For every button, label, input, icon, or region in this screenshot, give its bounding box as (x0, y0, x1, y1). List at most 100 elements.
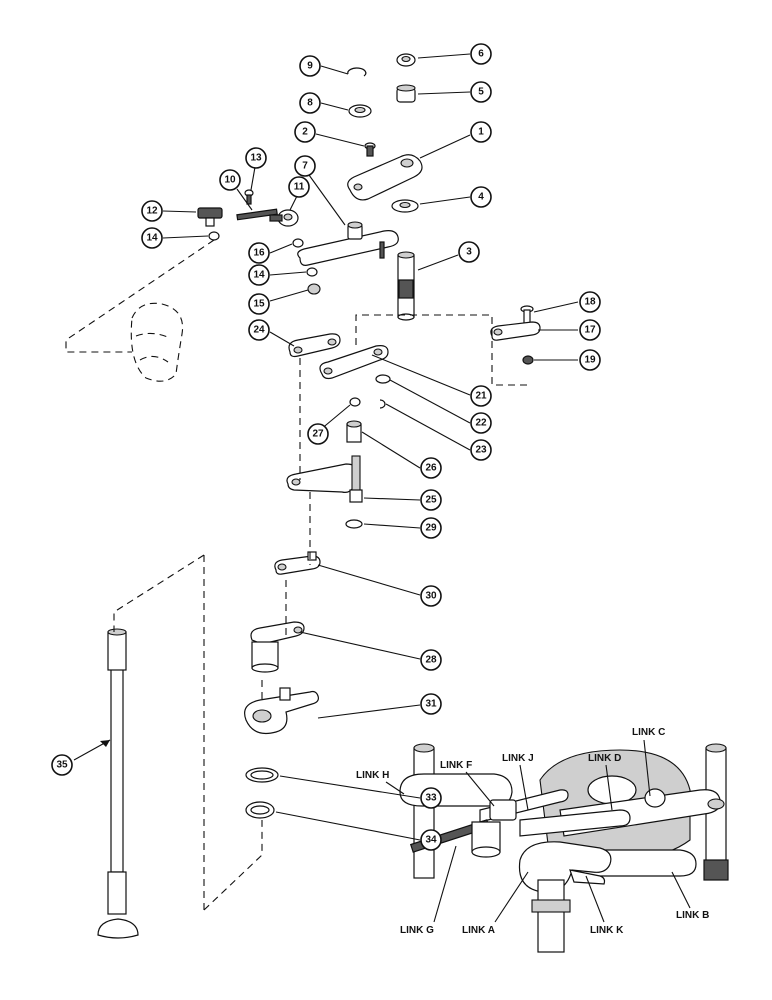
part-17-link (490, 321, 541, 341)
leader-16 (269, 243, 293, 254)
svg-text:7: 7 (302, 161, 308, 172)
part-11-rod-end (269, 209, 299, 227)
leader-5 (417, 91, 471, 95)
svg-text:22: 22 (475, 418, 487, 429)
leader-7 (308, 174, 346, 226)
callout-7: 7 (294, 155, 316, 177)
callout-26: 26 (420, 457, 442, 479)
callout-28: 28 (420, 649, 442, 671)
svg-text:5: 5 (478, 87, 484, 98)
parts-drawings (97, 53, 541, 939)
leader-22 (389, 379, 471, 424)
leader-12 (162, 210, 197, 213)
svg-text:15: 15 (253, 299, 265, 310)
svg-text:24: 24 (253, 325, 265, 336)
svg-text:30: 30 (425, 591, 437, 602)
label-link-b: LINK B (676, 910, 709, 921)
callout-23: 23 (470, 439, 492, 461)
leader-6 (417, 53, 471, 59)
leader-29 (363, 523, 421, 529)
label-link-j: LINK J (502, 753, 534, 764)
callout-17: 17 (579, 319, 601, 341)
callout-30: 30 (420, 585, 442, 607)
label-link-d: LINK D (588, 753, 621, 764)
leader-2 (315, 133, 365, 147)
svg-text:10: 10 (224, 175, 236, 186)
leader-11 (289, 195, 298, 211)
leader-23 (385, 403, 471, 451)
svg-text:34: 34 (425, 835, 437, 846)
part-14-nut-center (306, 267, 318, 277)
callout-2: 2 (294, 121, 316, 143)
svg-text:26: 26 (425, 463, 437, 474)
leader-25 (363, 497, 421, 501)
leader-4 (419, 196, 471, 205)
svg-text:35: 35 (56, 760, 68, 771)
part-3-shaft (397, 251, 415, 321)
assembly-illustration (399, 743, 729, 953)
leader-15 (269, 289, 309, 302)
callout-3: 3 (458, 241, 480, 263)
svg-text:29: 29 (425, 523, 437, 534)
callout-13: 13 (245, 147, 267, 169)
callout-6: 6 (470, 43, 492, 65)
callout-15: 15 (248, 293, 270, 315)
leader-28 (299, 631, 421, 660)
part-16-nut (292, 238, 304, 248)
assembly-dashed-lines (65, 239, 528, 911)
callout-33: 33 (420, 787, 442, 809)
svg-text:12: 12 (146, 206, 158, 217)
svg-text:16: 16 (253, 248, 265, 259)
callout-27: 27 (307, 423, 329, 445)
svg-text:19: 19 (584, 355, 596, 366)
part-9-snap-ring (347, 67, 367, 77)
callout-14-left: 14 (141, 227, 163, 249)
svg-text:9: 9 (307, 61, 313, 72)
part-29-washer (345, 519, 363, 529)
part-14-nut-left (208, 231, 220, 241)
callout-21: 21 (470, 385, 492, 407)
part-28-lever (250, 621, 305, 673)
leader-24 (269, 331, 295, 347)
leader-1 (419, 134, 471, 159)
callout-22: 22 (470, 412, 492, 434)
svg-text:4: 4 (478, 192, 484, 203)
callout-4: 4 (470, 186, 492, 208)
part-2-bolt (364, 142, 376, 157)
svg-text:23: 23 (475, 445, 487, 456)
leader-8 (320, 102, 349, 111)
label-link-c: LINK C (632, 727, 665, 738)
leader-26 (361, 431, 421, 469)
part-7-arm (297, 221, 399, 266)
svg-text:28: 28 (425, 655, 437, 666)
svg-text:25: 25 (425, 495, 437, 506)
callout-10: 10 (219, 169, 241, 191)
leader-30 (317, 564, 421, 596)
callout-24: 24 (248, 319, 270, 341)
part-15-nut (307, 283, 321, 295)
part-21-link (319, 345, 389, 380)
callout-19: 19 (579, 349, 601, 371)
leader-14a (162, 235, 209, 239)
callout-34: 34 (420, 829, 442, 851)
callout-1: 1 (470, 121, 492, 143)
leader-lines (73, 53, 579, 841)
label-link-f: LINK F (440, 760, 472, 771)
part-22-washer (375, 374, 391, 384)
leader-18 (533, 301, 579, 313)
housing-sketch (130, 302, 184, 382)
part-25-lever-shaft (286, 455, 363, 503)
leader-9 (320, 65, 349, 75)
leader-34 (275, 811, 421, 841)
svg-text:21: 21 (475, 391, 487, 402)
part-26-bushing (346, 420, 362, 443)
svg-text:14: 14 (253, 270, 265, 281)
leader-21 (371, 354, 471, 396)
svg-text:14: 14 (146, 233, 158, 244)
part-18-bolt (520, 305, 534, 327)
callout-5: 5 (470, 81, 492, 103)
part-10-threaded-rod (236, 208, 278, 221)
label-link-k: LINK K (590, 925, 624, 936)
callout-8: 8 (299, 92, 321, 114)
